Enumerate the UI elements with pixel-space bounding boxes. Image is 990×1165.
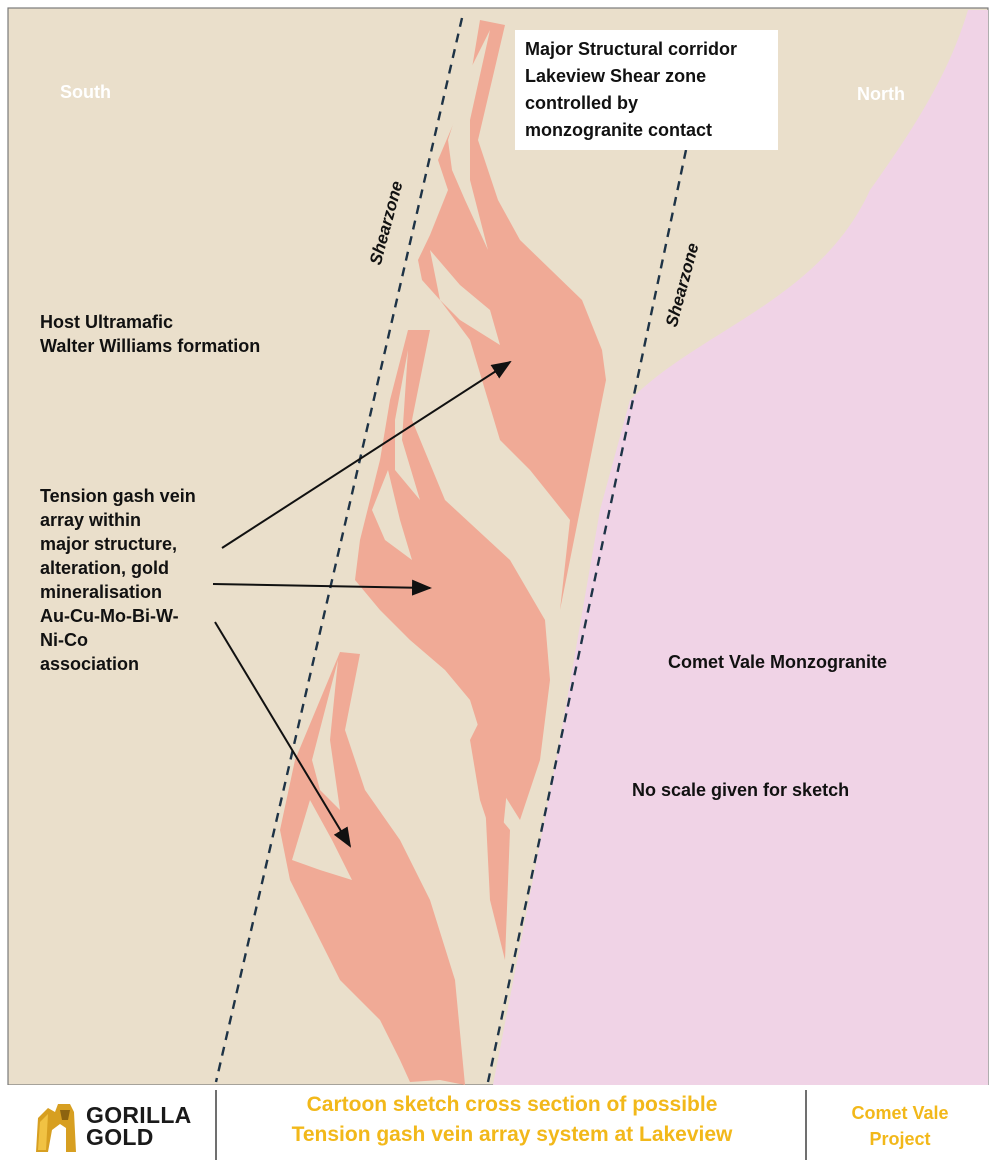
- host-label-line: Walter Williams formation: [40, 334, 260, 358]
- vein-label-line: Au-Cu-Mo-Bi-W-: [40, 604, 196, 628]
- corridor-label-line: monzogranite contact: [525, 117, 768, 144]
- corridor-label-line: controlled by: [525, 90, 768, 117]
- footer-project-line: Comet Vale: [820, 1100, 980, 1126]
- footer-title-line: Tension gash vein array system at Lakevi…: [237, 1120, 787, 1150]
- direction-south-label: South: [60, 80, 111, 104]
- vein-label-line: major structure,: [40, 532, 196, 556]
- footer-title-line: Cartoon sketch cross section of possible: [237, 1090, 787, 1120]
- monzogranite-label: Comet Vale Monzogranite: [668, 650, 887, 674]
- vein-label-line: Ni-Co: [40, 628, 196, 652]
- logo-text-line: GORILLA: [86, 1104, 192, 1126]
- direction-north-label: North: [857, 82, 905, 106]
- vein-label-line: alteration, gold: [40, 556, 196, 580]
- host-rock-label: Host Ultramafic Walter Williams formatio…: [40, 310, 260, 358]
- footer-title: Cartoon sketch cross section of possible…: [237, 1090, 787, 1150]
- vein-label-line: Tension gash vein: [40, 484, 196, 508]
- structural-corridor-callout: Major Structural corridor Lakeview Shear…: [515, 30, 778, 150]
- scale-note-label: No scale given for sketch: [632, 778, 849, 802]
- vein-array-label: Tension gash vein array within major str…: [40, 484, 196, 676]
- logo-text-line: GOLD: [86, 1126, 192, 1148]
- company-logo-text: GORILLA GOLD: [86, 1104, 192, 1148]
- vein-label-line: array within: [40, 508, 196, 532]
- footer-project-label: Comet Vale Project: [820, 1100, 980, 1152]
- vein-label-line: mineralisation: [40, 580, 196, 604]
- vein-label-line: association: [40, 652, 196, 676]
- corridor-label-line: Lakeview Shear zone: [525, 63, 768, 90]
- corridor-label-line: Major Structural corridor: [525, 36, 768, 63]
- host-label-line: Host Ultramafic: [40, 310, 260, 334]
- footer-project-line: Project: [820, 1126, 980, 1152]
